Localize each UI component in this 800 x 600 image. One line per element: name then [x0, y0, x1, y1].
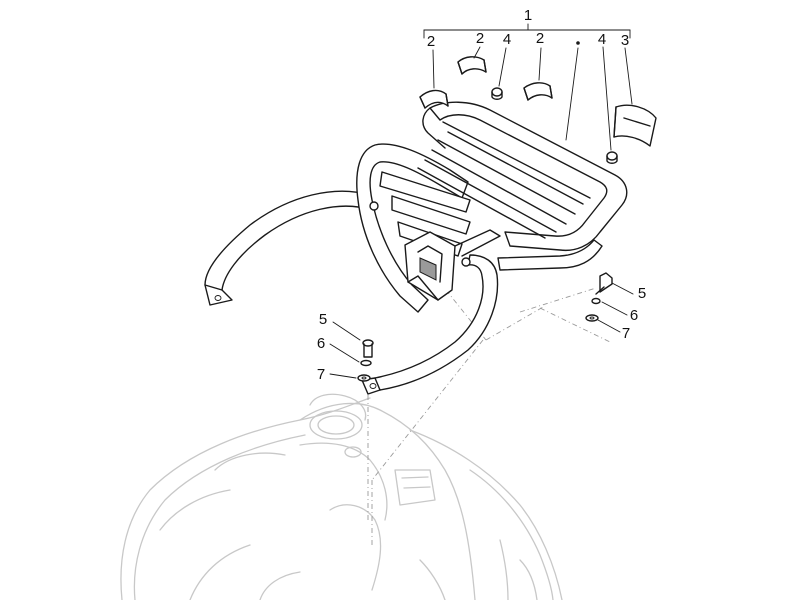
bolt-right — [595, 272, 613, 295]
callout-2-middle: 2 — [476, 30, 484, 47]
callout-2-left: 2 — [427, 33, 435, 50]
callout-4-left: 4 — [503, 31, 511, 48]
reference-dot — [576, 41, 580, 45]
rubber-insert-a — [419, 89, 449, 109]
callout-5-left: 5 — [319, 311, 327, 328]
plug-a — [491, 87, 503, 100]
flat-washer-left — [357, 374, 371, 382]
rubber-insert-b — [457, 56, 487, 75]
end-cap — [613, 104, 657, 147]
leader-lines — [329, 23, 634, 379]
callout-7-left: 7 — [317, 366, 325, 383]
assembly-guide-lines — [367, 287, 611, 545]
luggage-rack — [204, 101, 628, 395]
callout-2-right: 2 — [536, 30, 544, 47]
plug-b — [606, 151, 618, 164]
callout-6-right: 6 — [630, 307, 638, 324]
rubber-insert-c — [523, 82, 553, 101]
callout-7-right: 7 — [622, 325, 630, 342]
flat-washer-right — [585, 314, 599, 322]
callout-6-left: 6 — [317, 335, 325, 352]
callout-5-right: 5 — [638, 285, 646, 302]
bolt-left — [362, 339, 374, 358]
scooter-body-outline — [120, 393, 563, 600]
callout-1: 1 — [524, 7, 532, 24]
spring-washer-right — [591, 297, 601, 305]
callout-3: 3 — [621, 32, 629, 49]
callout-4-right: 4 — [598, 31, 606, 48]
spring-washer-left — [360, 359, 372, 367]
